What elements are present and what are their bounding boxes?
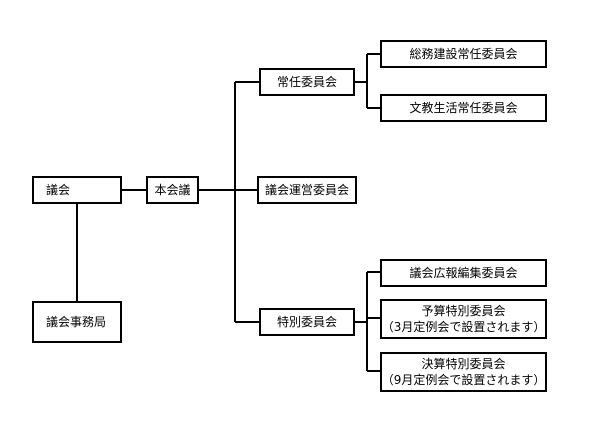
node-jimukyoku: 議会事務局: [32, 301, 122, 343]
node-koho: 議会広報編集委員会: [380, 259, 547, 287]
node-jimukyoku-label: 議会事務局: [46, 315, 107, 329]
node-kessan: 決算特別委員会 （9月定例会で設置されます）: [380, 352, 547, 392]
node-tokubetsu: 特別委員会: [259, 308, 355, 336]
node-unei: 議会運営委員会: [257, 176, 357, 204]
node-honkaigi: 本会議: [146, 176, 199, 204]
node-koho-label: 議会広報編集委員会: [409, 266, 518, 280]
node-yosan: 予算特別委員会 （3月定例会で設置されます）: [380, 299, 547, 339]
node-bunkyo: 文教生活常任委員会: [380, 94, 547, 122]
node-kessan-note: （9月定例会で設置されます）: [381, 373, 546, 387]
node-bunkyo-label: 文教生活常任委員会: [409, 101, 518, 115]
node-gikai-label: 議会: [46, 183, 71, 197]
node-kessan-label: 決算特別委員会: [421, 357, 506, 371]
node-somu-label: 総務建設常任委員会: [409, 47, 518, 61]
node-gikai: 議会: [32, 176, 122, 204]
node-honkaigi-label: 本会議: [154, 183, 191, 197]
node-jonin-label: 常任委員会: [276, 75, 337, 89]
node-yosan-label: 予算特別委員会: [421, 304, 506, 318]
node-unei-label: 議会運営委員会: [264, 183, 349, 197]
node-jonin: 常任委員会: [259, 68, 355, 96]
node-yosan-note: （3月定例会で設置されます）: [381, 320, 546, 334]
node-tokubetsu-label: 特別委員会: [276, 315, 337, 329]
node-somu: 総務建設常任委員会: [380, 40, 547, 68]
